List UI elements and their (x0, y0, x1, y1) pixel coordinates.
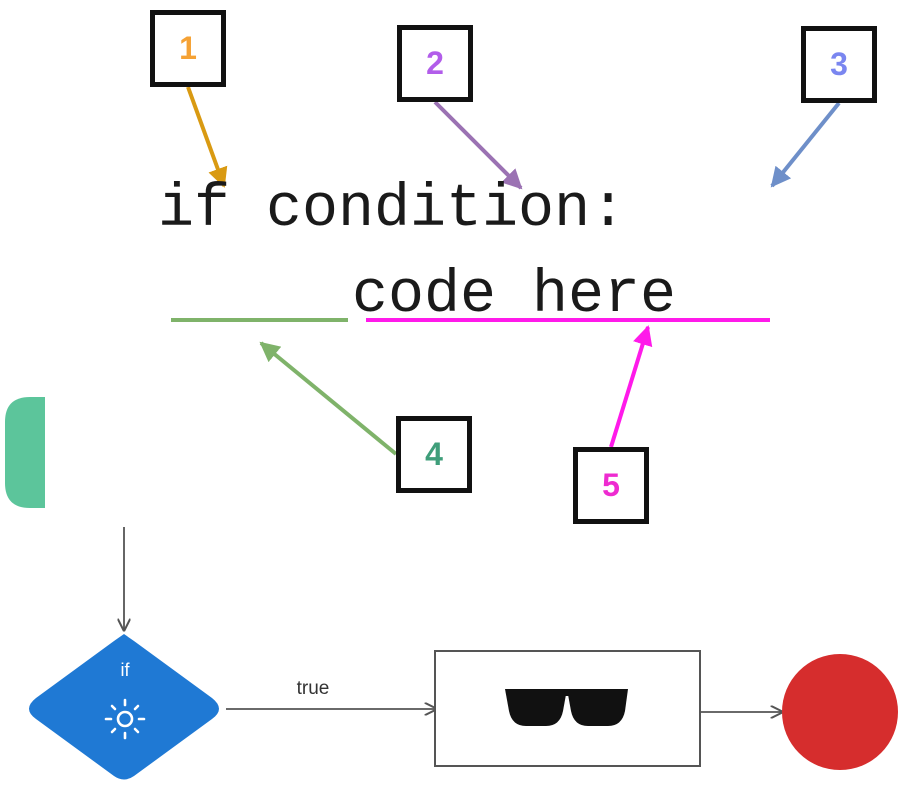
decision-node (29, 634, 219, 780)
callout-number-5: 5 (602, 467, 620, 503)
callout-number-1: 1 (179, 30, 197, 66)
code-line-if-condition: if condition: (158, 176, 627, 244)
callout-arrow-1 (186, 86, 228, 188)
callout-box-1: 1 (150, 10, 226, 87)
sun-icon (104, 698, 146, 740)
action-node (434, 650, 701, 767)
callout-number-4: 4 (425, 436, 443, 472)
callout-box-2: 2 (397, 25, 473, 102)
callout-box-3: 3 (801, 26, 877, 103)
code-line-body: code here (352, 262, 677, 330)
end-node (782, 654, 898, 770)
sunglasses-icon (505, 689, 628, 726)
callout-number-3: 3 (830, 46, 848, 82)
decision-label: if (121, 660, 131, 680)
edge-label-true: true (297, 678, 330, 699)
callout-box-4: 4 (396, 416, 472, 493)
start-node (5, 397, 45, 508)
callout-arrow-3 (770, 101, 841, 188)
callout-arrow-2 (433, 100, 523, 190)
callout-number-2: 2 (426, 45, 444, 81)
callout-arrow-4 (259, 341, 398, 456)
callout-arrow-5 (609, 325, 653, 448)
callout-box-5: 5 (573, 447, 649, 524)
